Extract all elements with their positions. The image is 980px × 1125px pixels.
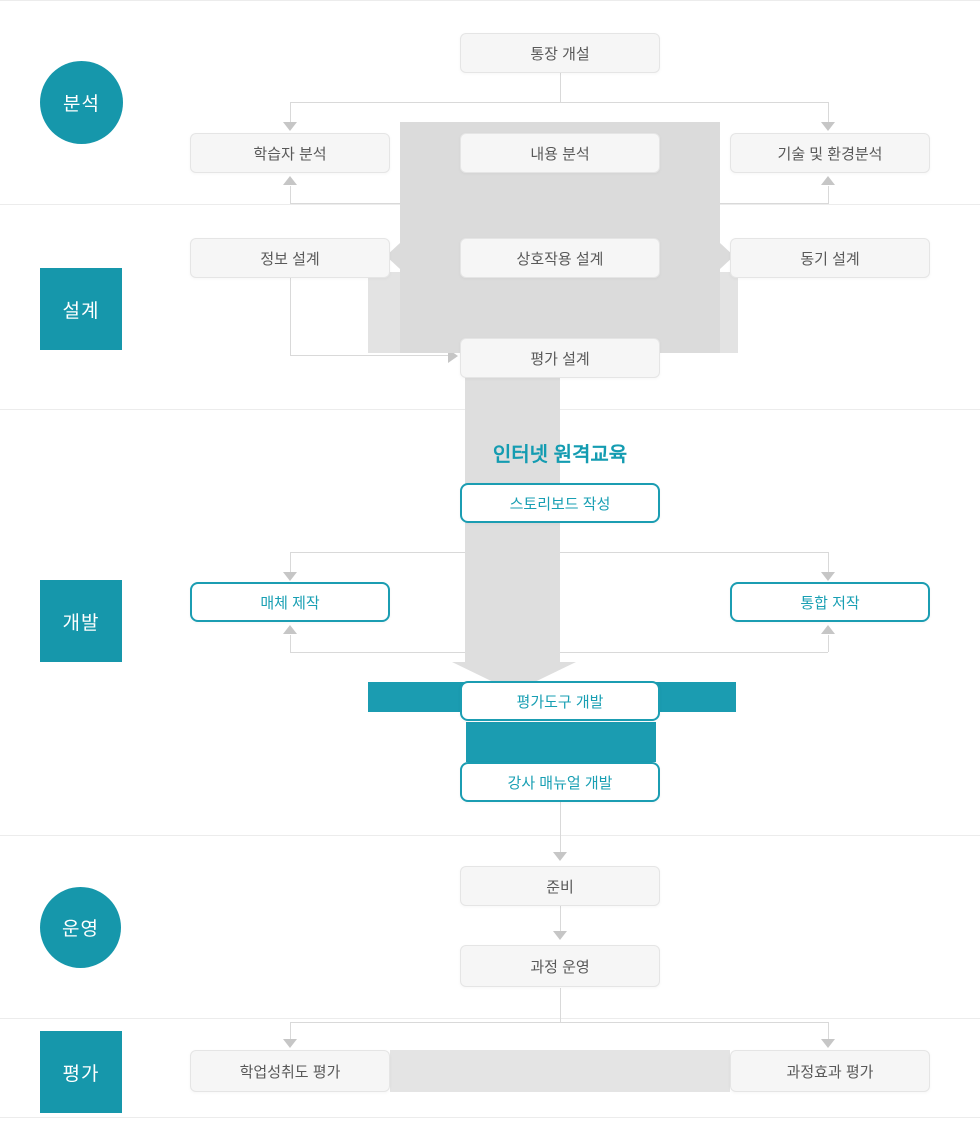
diagram-title: 인터넷 원격교육 [492,444,628,466]
divider-bottom [0,1117,980,1118]
divider-operation-evaluation [0,1018,980,1019]
node-label: 내용 분석 [530,145,590,163]
connector-line [828,552,829,573]
node-label: 통합 저작 [800,594,860,612]
badge-operation-label: 운영 [62,919,99,940]
arrowhead-up-icon [283,625,297,634]
node-label: 동기 설계 [800,250,860,268]
node-label: 강사 매뉴얼 개발 [507,774,613,792]
node-label: 정보 설계 [260,250,320,268]
node-course-operation: 과정 운영 [460,945,660,987]
connector-line [828,186,829,204]
teal-bar-between-boxes [466,722,656,762]
node-instructor-manual-dev: 강사 매뉴얼 개발 [460,762,660,802]
arrowhead-up-icon [821,176,835,185]
arrowhead-down-icon [821,122,835,131]
badge-operation: 운영 [40,887,121,968]
connector-line [560,73,561,102]
badge-design-label: 설계 [62,300,100,322]
connector-line [290,1022,828,1023]
connector-line [290,552,291,573]
node-label: 스토리보드 작성 [509,495,611,513]
connector-line [290,102,291,123]
connector-line [290,278,291,355]
node-achievement-evaluation: 학업성취도 평가 [190,1050,390,1092]
connector-line [290,355,448,356]
connector-line [828,635,829,652]
badge-design: 설계 [40,268,122,350]
arrowhead-down-icon [553,931,567,940]
node-label: 상호작용 설계 [516,250,604,268]
badge-evaluation: 평가 [40,1031,122,1113]
node-label: 평가도구 개발 [516,693,604,711]
node-motivation-design: 동기 설계 [730,238,930,278]
node-label: 매체 제작 [260,594,320,612]
divider-top [0,0,980,1]
connector-line [290,1022,291,1040]
node-label: 평가 설계 [530,350,590,368]
node-label: 학습자 분석 [253,145,327,163]
node-label: 학업성취도 평가 [239,1063,341,1081]
divider-development-operation [0,835,980,836]
connector-line [560,802,561,853]
node-account-opening: 통장 개설 [460,33,660,73]
connector-line [560,988,561,1023]
node-integrated-authoring: 통합 저작 [730,582,930,622]
badge-development: 개발 [40,580,122,662]
badge-analysis: 분석 [40,61,123,144]
node-media-production: 매체 제작 [190,582,390,622]
arrowhead-down-icon [821,572,835,581]
node-label: 과정 운영 [530,958,590,976]
arrowhead-down-icon [283,122,297,131]
connector-line [828,1022,829,1040]
node-information-design: 정보 설계 [190,238,390,278]
connector-line [828,102,829,123]
badge-development-label: 개발 [62,612,100,634]
flow-shape-right-shoulder [720,272,738,353]
node-content-analysis: 내용 분석 [460,133,660,173]
node-label: 기술 및 환경분석 [777,145,883,163]
node-label: 통장 개설 [530,45,590,63]
arrowhead-up-icon [821,625,835,634]
badge-evaluation-label: 평가 [62,1063,100,1085]
arrowhead-down-icon [553,852,567,861]
badge-analysis-label: 분석 [63,94,100,115]
connector-line [290,102,828,103]
arrowhead-up-icon [283,176,297,185]
node-interaction-design: 상호작용 설계 [460,238,660,278]
node-label: 과정효과 평가 [786,1063,874,1081]
flow-shape-left-shoulder [368,272,400,353]
flow-shape-bottom-band [390,1050,730,1092]
arrowhead-down-icon [283,1039,297,1048]
connector-line [560,906,561,933]
node-preparation: 준비 [460,866,660,906]
node-learner-analysis: 학습자 분석 [190,133,390,173]
arrowhead-down-icon [283,572,297,581]
node-evaluation-design: 평가 설계 [460,338,660,378]
node-evaluation-tool-dev: 평가도구 개발 [460,681,660,721]
arrowhead-down-icon [821,1039,835,1048]
node-tech-env-analysis: 기술 및 환경분석 [730,133,930,173]
node-label: 준비 [546,878,574,896]
connector-line [290,186,291,204]
node-storyboard-writing: 스토리보드 작성 [460,483,660,523]
connector-line [290,635,291,652]
arrowhead-right-icon [448,349,458,363]
node-course-effect-evaluation: 과정효과 평가 [730,1050,930,1092]
